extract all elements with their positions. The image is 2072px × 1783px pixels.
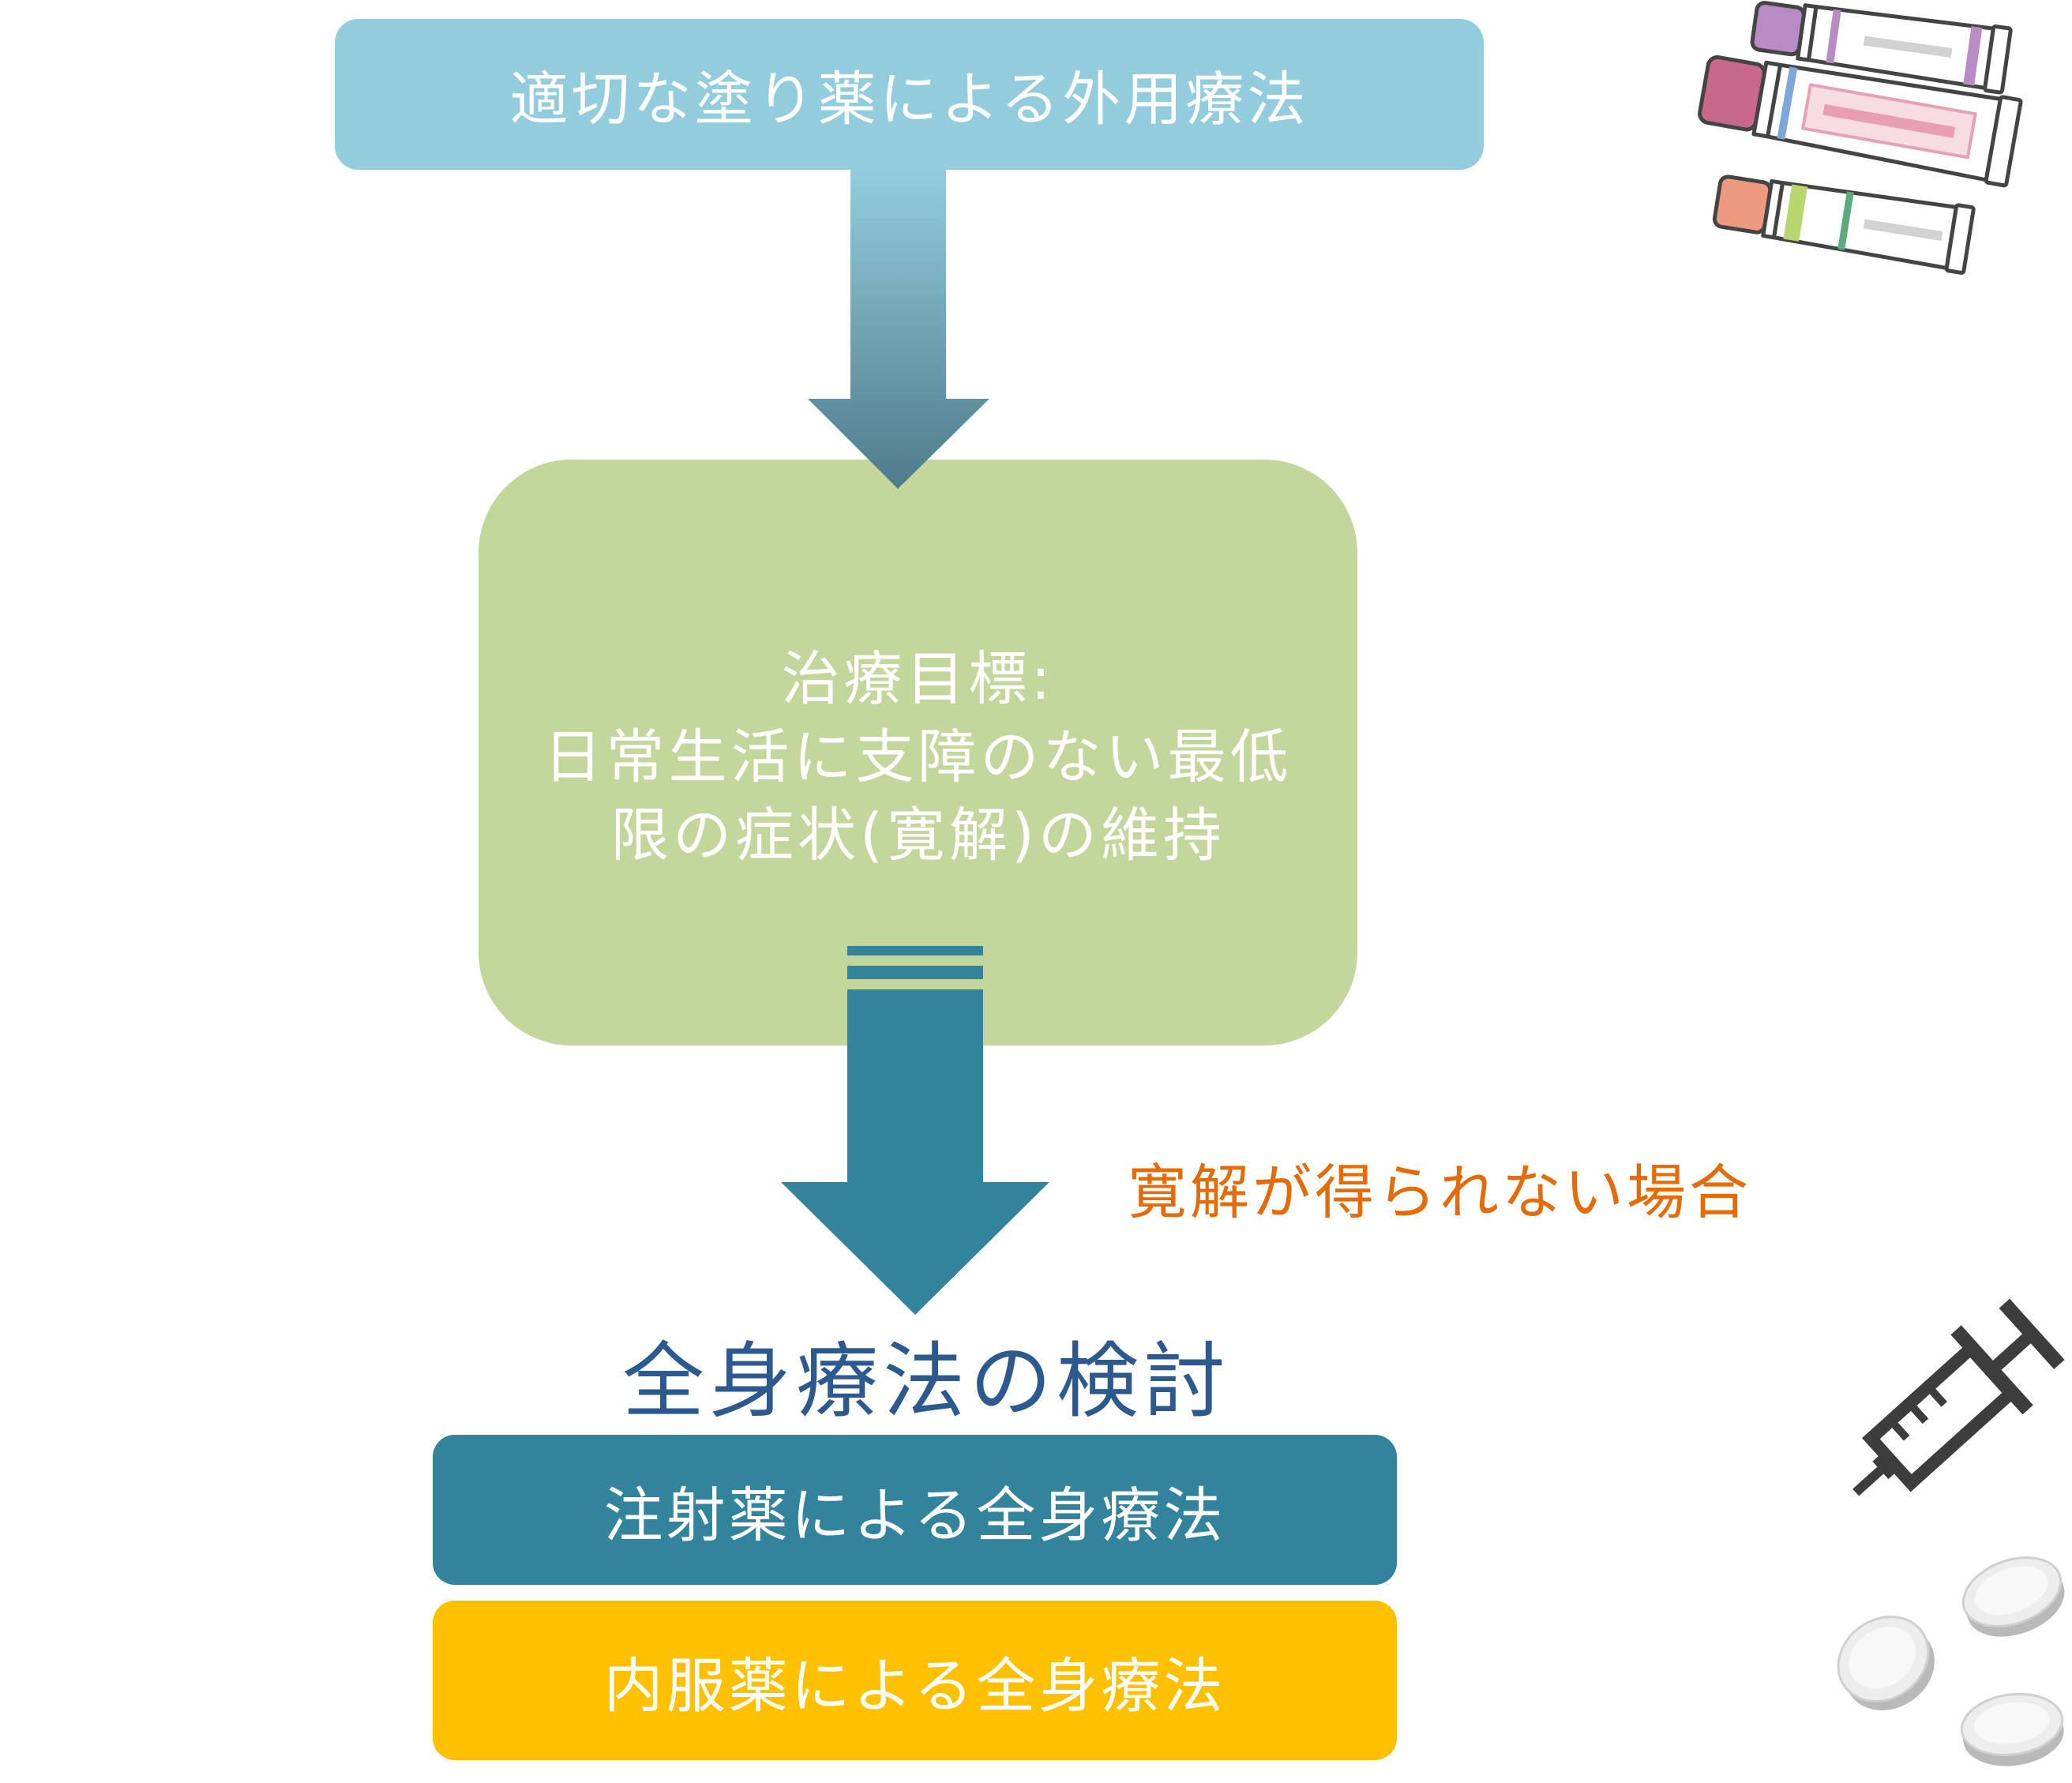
- injection-therapy-label: 注射薬による全身療法: [603, 1480, 1226, 1550]
- down-arrow-topical-to-goal: [808, 170, 989, 489]
- systemic-therapy-title: 全身療法の検討: [621, 1333, 1230, 1429]
- syringe-flange: [1950, 1325, 2033, 1415]
- topical-therapy-box: 適切な塗り薬による外用療法: [335, 19, 1484, 170]
- down-arrow-goal-to-systemic: [781, 946, 1049, 1315]
- syringe-needle: [1852, 1466, 1885, 1496]
- goal-line-3: 限の症状(寛解)の維持: [610, 801, 1226, 869]
- oral-therapy-label: 内服薬による全身療法: [603, 1650, 1226, 1721]
- arrow-stripe-2: [847, 966, 983, 979]
- goal-line-2: 日常生活に支障のない最低: [543, 723, 1293, 791]
- no-remission-condition-label: 寛解が得られない場合: [1128, 1158, 1752, 1227]
- treatment-goal-box: 治療目標: 日常生活に支障のない最低 限の症状(寛解)の維持: [479, 460, 1357, 1045]
- syringe-icon: [1852, 1298, 2065, 1496]
- ointment-tube-pink: [1698, 55, 2023, 188]
- goal-line-1: 治療目標:: [781, 644, 1055, 713]
- pills-icon: [1837, 1556, 2065, 1766]
- injection-therapy-box: 注射薬による全身療法: [433, 1435, 1397, 1585]
- arrow-stripe-1: [847, 946, 983, 955]
- arrow-body: [781, 989, 1049, 1315]
- syringe-nozzle: [1872, 1451, 1899, 1480]
- ointment-tube-orange: [1712, 175, 1976, 275]
- pill-1: [1961, 1556, 2065, 1637]
- syringe-plunger-handle: [1999, 1298, 2065, 1370]
- pill-3: [1960, 1692, 2064, 1766]
- ointment-tube-purple: [1750, 1, 2013, 95]
- ointment-tubes-icon: [1698, 1, 2023, 275]
- topical-therapy-label: 適切な塗り薬による外用療法: [509, 66, 1309, 133]
- oral-therapy-box: 内服薬による全身療法: [433, 1601, 1397, 1760]
- syringe-plunger-rod: [1988, 1329, 2036, 1375]
- pill-2: [1837, 1616, 1935, 1710]
